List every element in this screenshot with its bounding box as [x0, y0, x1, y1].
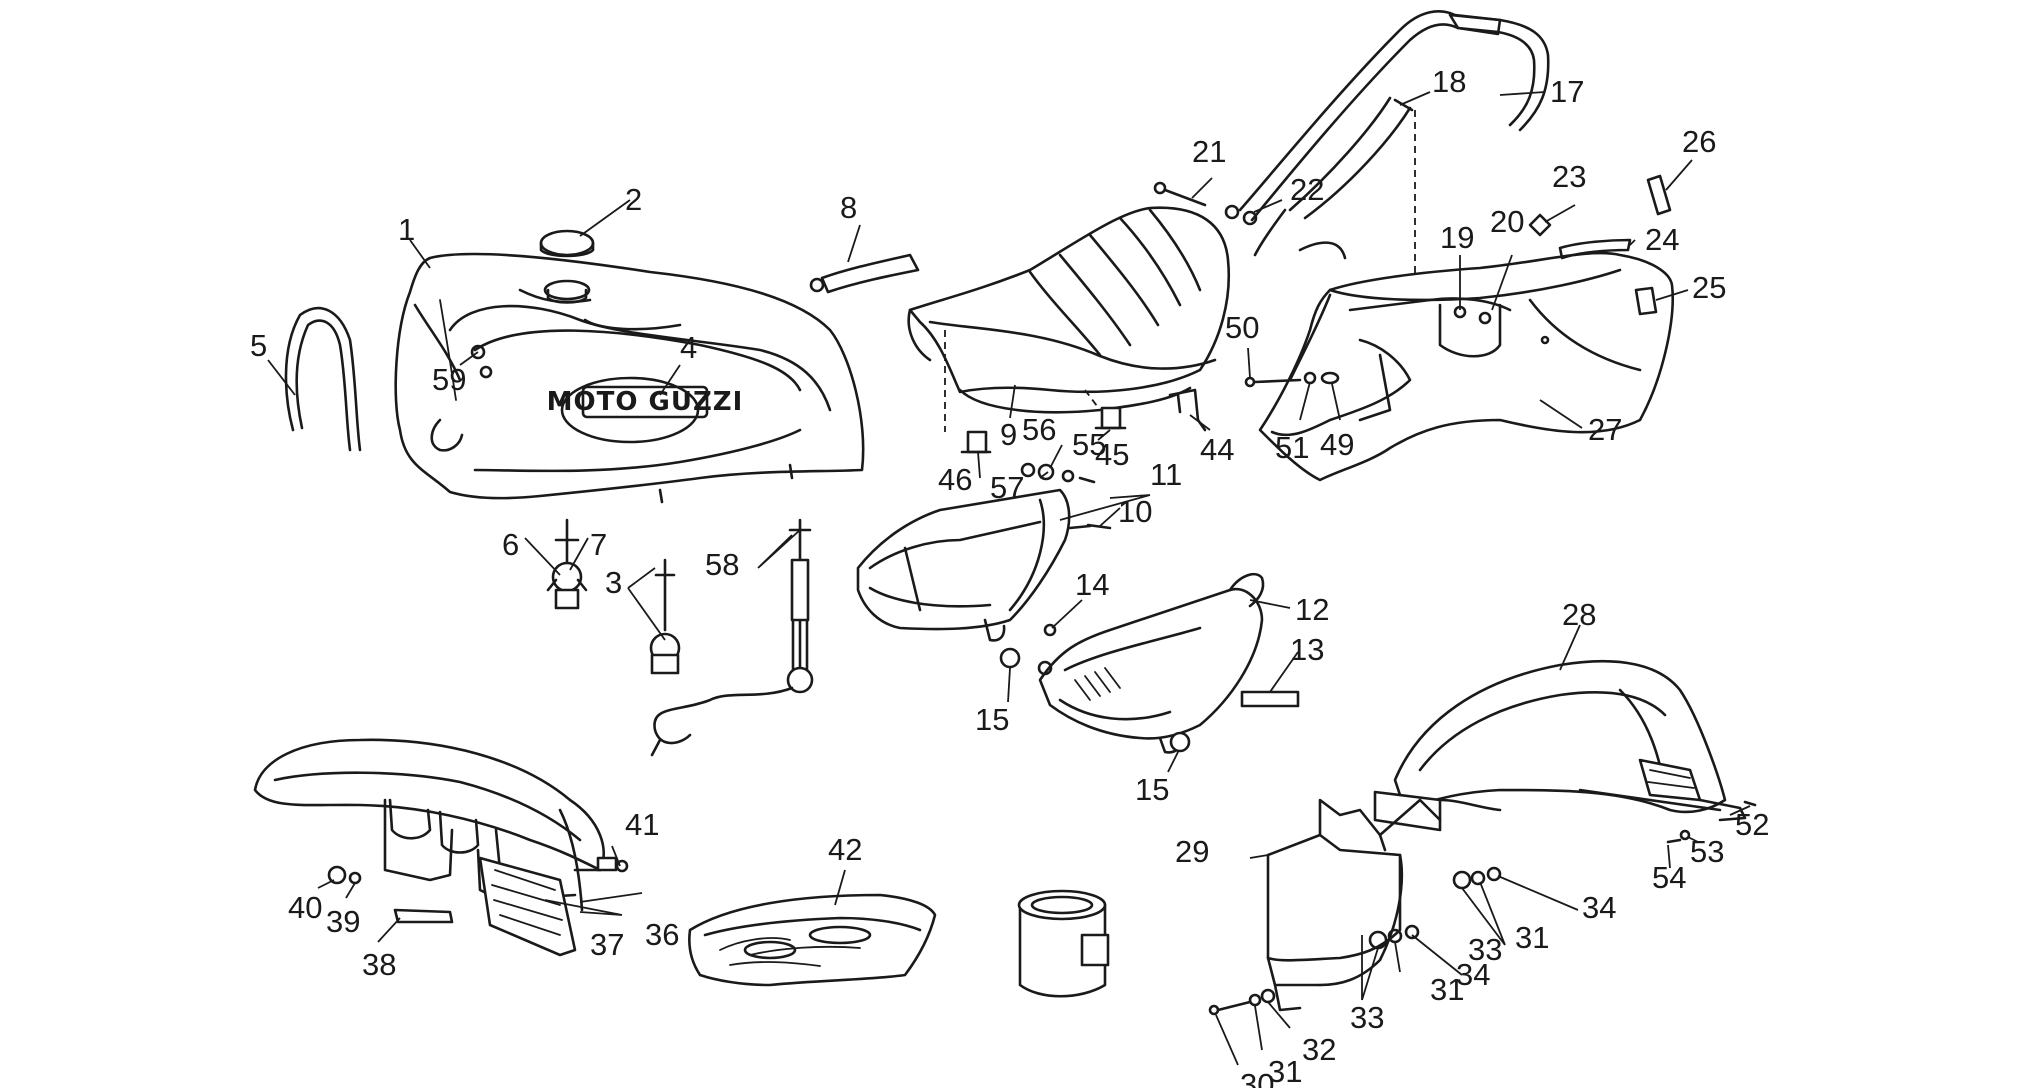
tank-logo: MOTO GUZZI [547, 385, 744, 419]
tail-cover [1258, 251, 1674, 482]
label-19: 19 [1440, 220, 1474, 255]
label-53: 53 [1690, 834, 1724, 869]
seat [907, 206, 1231, 414]
fuel-cap [539, 229, 595, 304]
fuel-level-sender [650, 518, 814, 757]
paint-can [1017, 889, 1110, 998]
label-57: 57 [990, 470, 1024, 505]
mudguard-bolt [596, 856, 629, 873]
label-25: 25 [1692, 270, 1726, 305]
label-33-top: 33 [1468, 932, 1502, 967]
label-18: 18 [1432, 64, 1466, 99]
label-34-top: 34 [1582, 890, 1616, 925]
rear-fasteners [1666, 800, 1757, 844]
seat-hinge-brackets [960, 406, 1127, 484]
grommet-right [1169, 731, 1191, 753]
fuel-tank: MOTO GUZZI [394, 252, 865, 504]
label-2: 2 [625, 182, 642, 217]
label-44: 44 [1200, 432, 1234, 467]
label-52: 52 [1735, 807, 1769, 842]
side-badge [1240, 690, 1300, 708]
label-32: 32 [1302, 1032, 1336, 1067]
label-34-bottom: 34 [1456, 957, 1490, 992]
label-27: 27 [1588, 412, 1622, 447]
label-12: 12 [1295, 592, 1329, 627]
label-6: 6 [502, 527, 519, 562]
label-40: 40 [288, 890, 322, 925]
side-panel-left [856, 488, 1092, 642]
label-31-bottom: 31 [1268, 1054, 1302, 1088]
label-38: 38 [362, 947, 396, 982]
label-8: 8 [840, 190, 857, 225]
label-1: 1 [398, 212, 415, 247]
label-5: 5 [250, 328, 267, 363]
label-42: 42 [828, 832, 862, 867]
washer-40 [327, 865, 347, 885]
front-mudguard [253, 738, 612, 957]
label-37: 37 [590, 927, 624, 962]
label-55: 55 [1072, 427, 1106, 462]
label-14: 14 [1075, 567, 1109, 602]
leader-lines [267, 91, 1751, 1066]
seat-lock [1168, 388, 1207, 432]
label-58: 58 [705, 547, 739, 582]
label-9: 9 [1000, 417, 1017, 452]
tank-rubber-strip [284, 306, 362, 452]
license-plate-holder [1266, 790, 1442, 1012]
label-11: 11 [1150, 457, 1182, 492]
label-29: 29 [1175, 834, 1209, 869]
front-mudguard-plate [393, 908, 454, 924]
tool-kit [688, 893, 937, 987]
label-36: 36 [645, 917, 679, 952]
label-22: 22 [1290, 172, 1324, 207]
label-45: 45 [1095, 437, 1129, 472]
fuel-tap-left [546, 518, 588, 610]
tail-small-parts [1528, 174, 1672, 316]
label-41: 41 [625, 807, 659, 842]
label-49: 49 [1320, 427, 1354, 462]
label-13: 13 [1290, 632, 1324, 667]
label-39: 39 [326, 904, 360, 939]
brand-logo-text: MOTO GUZZI [547, 387, 744, 417]
label-31-mid: 31 [1430, 972, 1464, 1007]
grommet-left [999, 647, 1021, 669]
label-20: 20 [1490, 204, 1524, 239]
panel-grommet [1043, 623, 1057, 637]
label-26: 26 [1682, 124, 1716, 159]
label-33-bottom: 33 [1350, 1000, 1384, 1035]
panel-clip [1086, 523, 1112, 530]
label-31-top: 31 [1515, 920, 1549, 955]
label-46: 46 [938, 462, 972, 497]
label-24: 24 [1645, 222, 1679, 257]
part-labels: 1 2 3 4 5 6 7 8 9 10 11 12 13 14 15 15 1… [250, 64, 1769, 1088]
label-28: 28 [1562, 597, 1596, 632]
label-54: 54 [1652, 860, 1686, 895]
label-4: 4 [680, 330, 697, 365]
washer-39 [348, 871, 362, 885]
seat-strap [809, 253, 920, 294]
label-21: 21 [1192, 134, 1226, 169]
side-panel-right [1037, 573, 1265, 754]
label-17: 17 [1550, 74, 1584, 109]
label-30: 30 [1240, 1067, 1274, 1088]
rear-mudguard [1393, 659, 1747, 822]
fuel-tap-right [649, 558, 681, 675]
label-23: 23 [1552, 159, 1586, 194]
label-10: 10 [1118, 494, 1152, 529]
label-7: 7 [590, 527, 607, 562]
label-15-left: 15 [975, 702, 1009, 737]
grab-handle [1153, 10, 1550, 260]
label-59: 59 [432, 362, 466, 397]
label-15-right: 15 [1135, 772, 1169, 807]
label-56: 56 [1022, 412, 1056, 447]
label-51: 51 [1275, 430, 1309, 465]
label-3: 3 [605, 565, 622, 600]
label-50: 50 [1225, 310, 1259, 345]
